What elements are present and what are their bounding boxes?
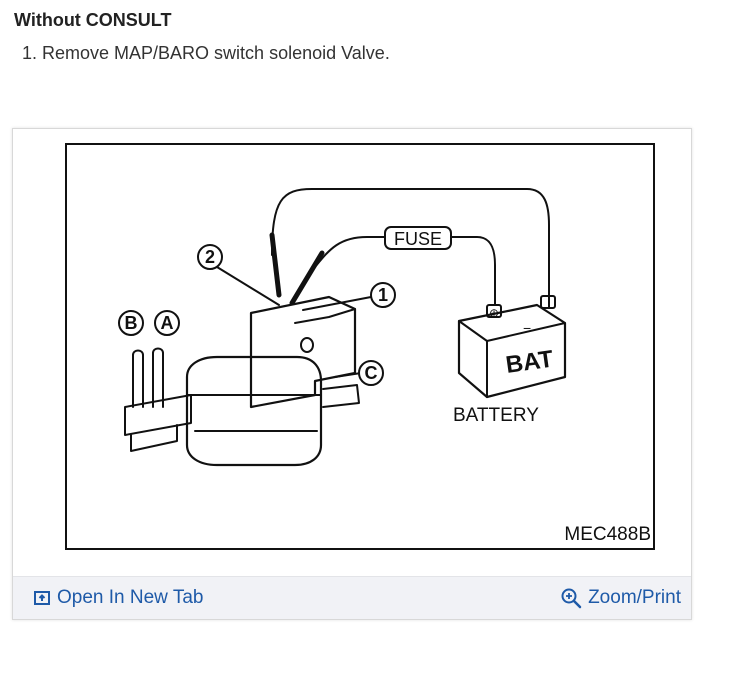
open-in-new-tab-link[interactable]: Open In New Tab	[33, 587, 203, 609]
bat-label: BAT	[504, 346, 555, 379]
solenoid-valve-diagram: FUSE BAT BATTERY 2 1 B A C ⊕ − MEC488B	[65, 143, 655, 550]
port-a-label: A	[161, 313, 174, 333]
open-in-new-tab-label: Open In New Tab	[57, 587, 204, 608]
fuse-label: FUSE	[394, 229, 442, 249]
battery-negative-icon: −	[523, 320, 531, 336]
battery-label: BATTERY	[453, 405, 539, 426]
callout-1: 1	[378, 285, 388, 305]
figure-code: MEC488B	[564, 524, 651, 546]
port-c-label: C	[365, 363, 378, 383]
figure-toolbar: Open In New Tab Zoom/Print	[13, 576, 691, 619]
zoom-in-icon	[561, 588, 582, 609]
zoom-print-label: Zoom/Print	[588, 587, 681, 608]
open-in-new-tab-icon	[34, 591, 50, 605]
battery-positive-icon: ⊕	[489, 306, 499, 320]
callout-2: 2	[205, 247, 215, 267]
zoom-print-link[interactable]: Zoom/Print	[560, 587, 681, 609]
port-b-label: B	[125, 313, 138, 333]
figure-card: FUSE BAT BATTERY 2 1 B A C ⊕ − MEC488B	[12, 128, 692, 620]
instruction-step: 1. Remove MAP/BARO switch solenoid Valve…	[22, 43, 390, 63]
section-heading: Without CONSULT	[14, 10, 172, 30]
wiring-illustration: FUSE BAT BATTERY 2 1 B A C ⊕ −	[118, 188, 567, 467]
